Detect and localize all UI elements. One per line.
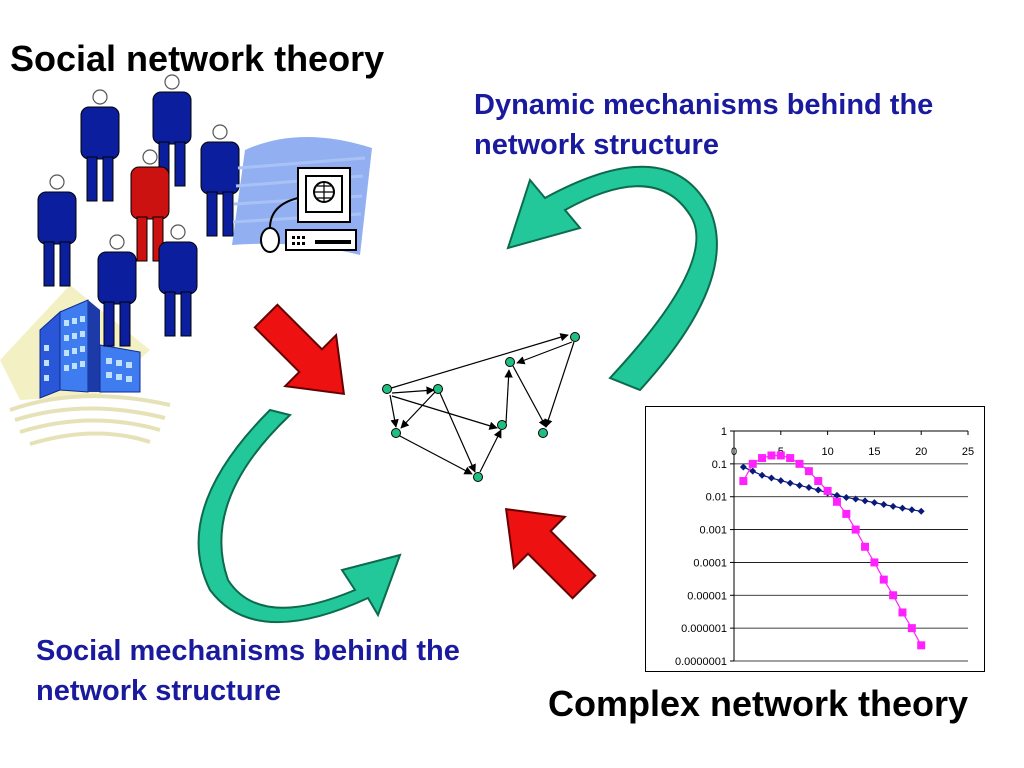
y-tick-label: 0.1 [712, 459, 727, 471]
chart-plot-area: 1 0.1 0.01 0.001 0.0001 0.00001 0.000001 0.0000… [675, 426, 974, 668]
series-1-point [749, 467, 757, 475]
series-2-point [861, 542, 870, 551]
x-tick-label: 15 [868, 446, 880, 458]
degree-distribution-chart: 1 0.1 0.01 0.001 0.0001 0.00001 0.000001 0.0000… [645, 406, 985, 672]
network-graph-icon [387, 333, 575, 475]
person-icon [158, 224, 198, 337]
series-2-point [842, 509, 851, 518]
series-1-point [889, 502, 897, 510]
series-1-point [852, 495, 860, 503]
series-2-point [814, 477, 823, 486]
series-1-point [786, 479, 794, 487]
series-1-point [805, 484, 813, 492]
series-1-point [880, 500, 888, 508]
y-tick-label: 0.01 [706, 492, 727, 504]
y-tick-label: 0.00001 [687, 590, 727, 602]
series-1-point [739, 463, 747, 471]
x-tick-label: 0 [731, 446, 737, 458]
network-node [382, 384, 392, 394]
series-2-point [851, 525, 860, 534]
social-mechanisms-line2: network structure [36, 675, 281, 707]
social-network-theory-title: Social network theory [10, 38, 385, 79]
x-tick-label: 10 [821, 446, 833, 458]
series-2-point [739, 477, 748, 486]
y-tick-label: 0.0000001 [675, 656, 727, 668]
series-1-point [777, 477, 785, 485]
series-2-point [907, 624, 916, 633]
network-node [497, 420, 507, 430]
computer-icon [232, 136, 372, 255]
series-2-point [832, 497, 841, 506]
network-node [433, 384, 443, 394]
series-2-point [823, 486, 832, 495]
dynamic-mechanisms-line2: network structure [474, 129, 719, 161]
series-2-point [748, 459, 757, 468]
person-icon [200, 124, 240, 237]
person-icon [80, 89, 120, 202]
network-node [391, 428, 401, 438]
series-2-point [795, 459, 804, 468]
series-1-point [861, 497, 869, 505]
series-1-point [814, 486, 822, 494]
series-2-point [804, 467, 813, 476]
series-line-2 [742, 454, 922, 646]
social-mechanisms-label: Social mechanisms behind the network str… [36, 631, 460, 711]
series-2-point [870, 558, 879, 567]
y-tick-label: 0.0001 [693, 557, 727, 569]
series-1-point [796, 481, 804, 489]
y-tick-label: 0.000001 [681, 623, 727, 635]
series-2-point [889, 591, 898, 600]
x-tick-label: 25 [962, 446, 974, 458]
series-2-point [786, 454, 795, 463]
network-node [473, 472, 483, 482]
network-node [505, 357, 515, 367]
series-2-point [767, 451, 776, 460]
x-tick-label: 20 [915, 446, 927, 458]
social-mechanisms-line1: Social mechanisms behind the [36, 635, 460, 667]
series-1-point [767, 474, 775, 482]
red-arrow-left [253, 303, 346, 396]
dynamic-mechanisms-line1: Dynamic mechanisms behind the [474, 89, 934, 121]
y-tick-label: 1 [721, 426, 727, 438]
person-icon [37, 174, 77, 287]
series-1-point [898, 504, 906, 512]
network-node [538, 428, 548, 438]
y-tick-label: 0.001 [699, 525, 727, 537]
building-icon [0, 285, 171, 446]
series-1-point [842, 493, 850, 501]
series-1-point [917, 507, 925, 515]
series-1-point [833, 491, 841, 499]
network-node [570, 332, 580, 342]
series-2-point [898, 608, 907, 617]
series-2-point [758, 454, 767, 463]
series-1-point [908, 506, 916, 514]
curved-arrow-bottom [197, 408, 402, 623]
series-2-point [879, 575, 888, 584]
dynamic-mechanisms-label: Dynamic mechanisms behind the network st… [474, 85, 933, 165]
network-nodes [382, 332, 580, 482]
series-2-point [776, 451, 785, 460]
red-arrow-right [504, 507, 597, 600]
series-1-point [870, 499, 878, 507]
curved-arrow-top [506, 165, 718, 392]
series-2-point [917, 641, 926, 650]
series-1-point [758, 471, 766, 479]
complex-network-theory-title: Complex network theory [548, 683, 969, 724]
